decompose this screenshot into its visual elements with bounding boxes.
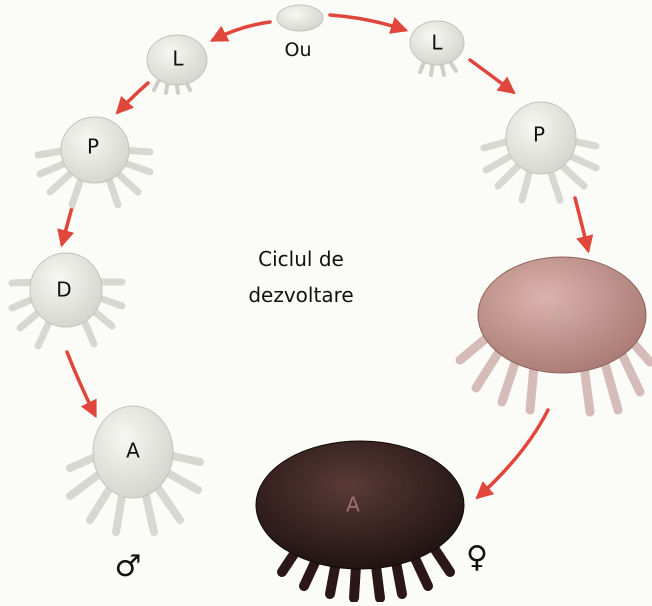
title-line-1: Ciclul de [258, 247, 344, 271]
title-line-2: dezvoltare [248, 283, 353, 307]
arrow-male-larva-to-protonymph [118, 83, 148, 112]
egg: Ou [277, 5, 323, 61]
egg-label: Ou [285, 39, 312, 61]
male-deutonymph-label: D [56, 278, 71, 302]
male-deutonymph: D [12, 253, 122, 346]
female-protonymph: P [484, 102, 596, 200]
arrow-male-deutonymph-to-adult [67, 352, 95, 415]
female-larva: L [410, 21, 464, 75]
arrow-egg-to-male-larva [213, 22, 270, 40]
arrow-female-larva-to-protonymph [470, 60, 513, 92]
female-deutonymph-label: D [554, 305, 569, 329]
female-larva-label: L [431, 31, 443, 55]
female-adult: A [256, 441, 464, 598]
arrow-female-protonymph-to-deutonymph [575, 198, 588, 250]
male-protonymph-label: P [87, 135, 99, 159]
female-adult-body [256, 441, 464, 569]
male-adult-label: A [126, 439, 140, 463]
female-protonymph-label: P [533, 123, 545, 147]
female-adult-label: A [346, 493, 360, 517]
male-larva: L [147, 35, 207, 93]
male-symbol: ♂ [115, 549, 142, 584]
male-protonymph: P [38, 117, 150, 205]
arrow-female-deutonymph-to-adult [478, 410, 548, 497]
diagram-title: Ciclul de dezvoltare [248, 247, 353, 307]
male-larva-label: L [172, 47, 184, 71]
arrow-egg-to-female-larva [330, 15, 405, 30]
female-deutonymph: D [460, 257, 650, 412]
male-adult: A [70, 406, 200, 532]
egg-shape [277, 5, 323, 31]
female-symbol: ♀ [466, 540, 488, 575]
